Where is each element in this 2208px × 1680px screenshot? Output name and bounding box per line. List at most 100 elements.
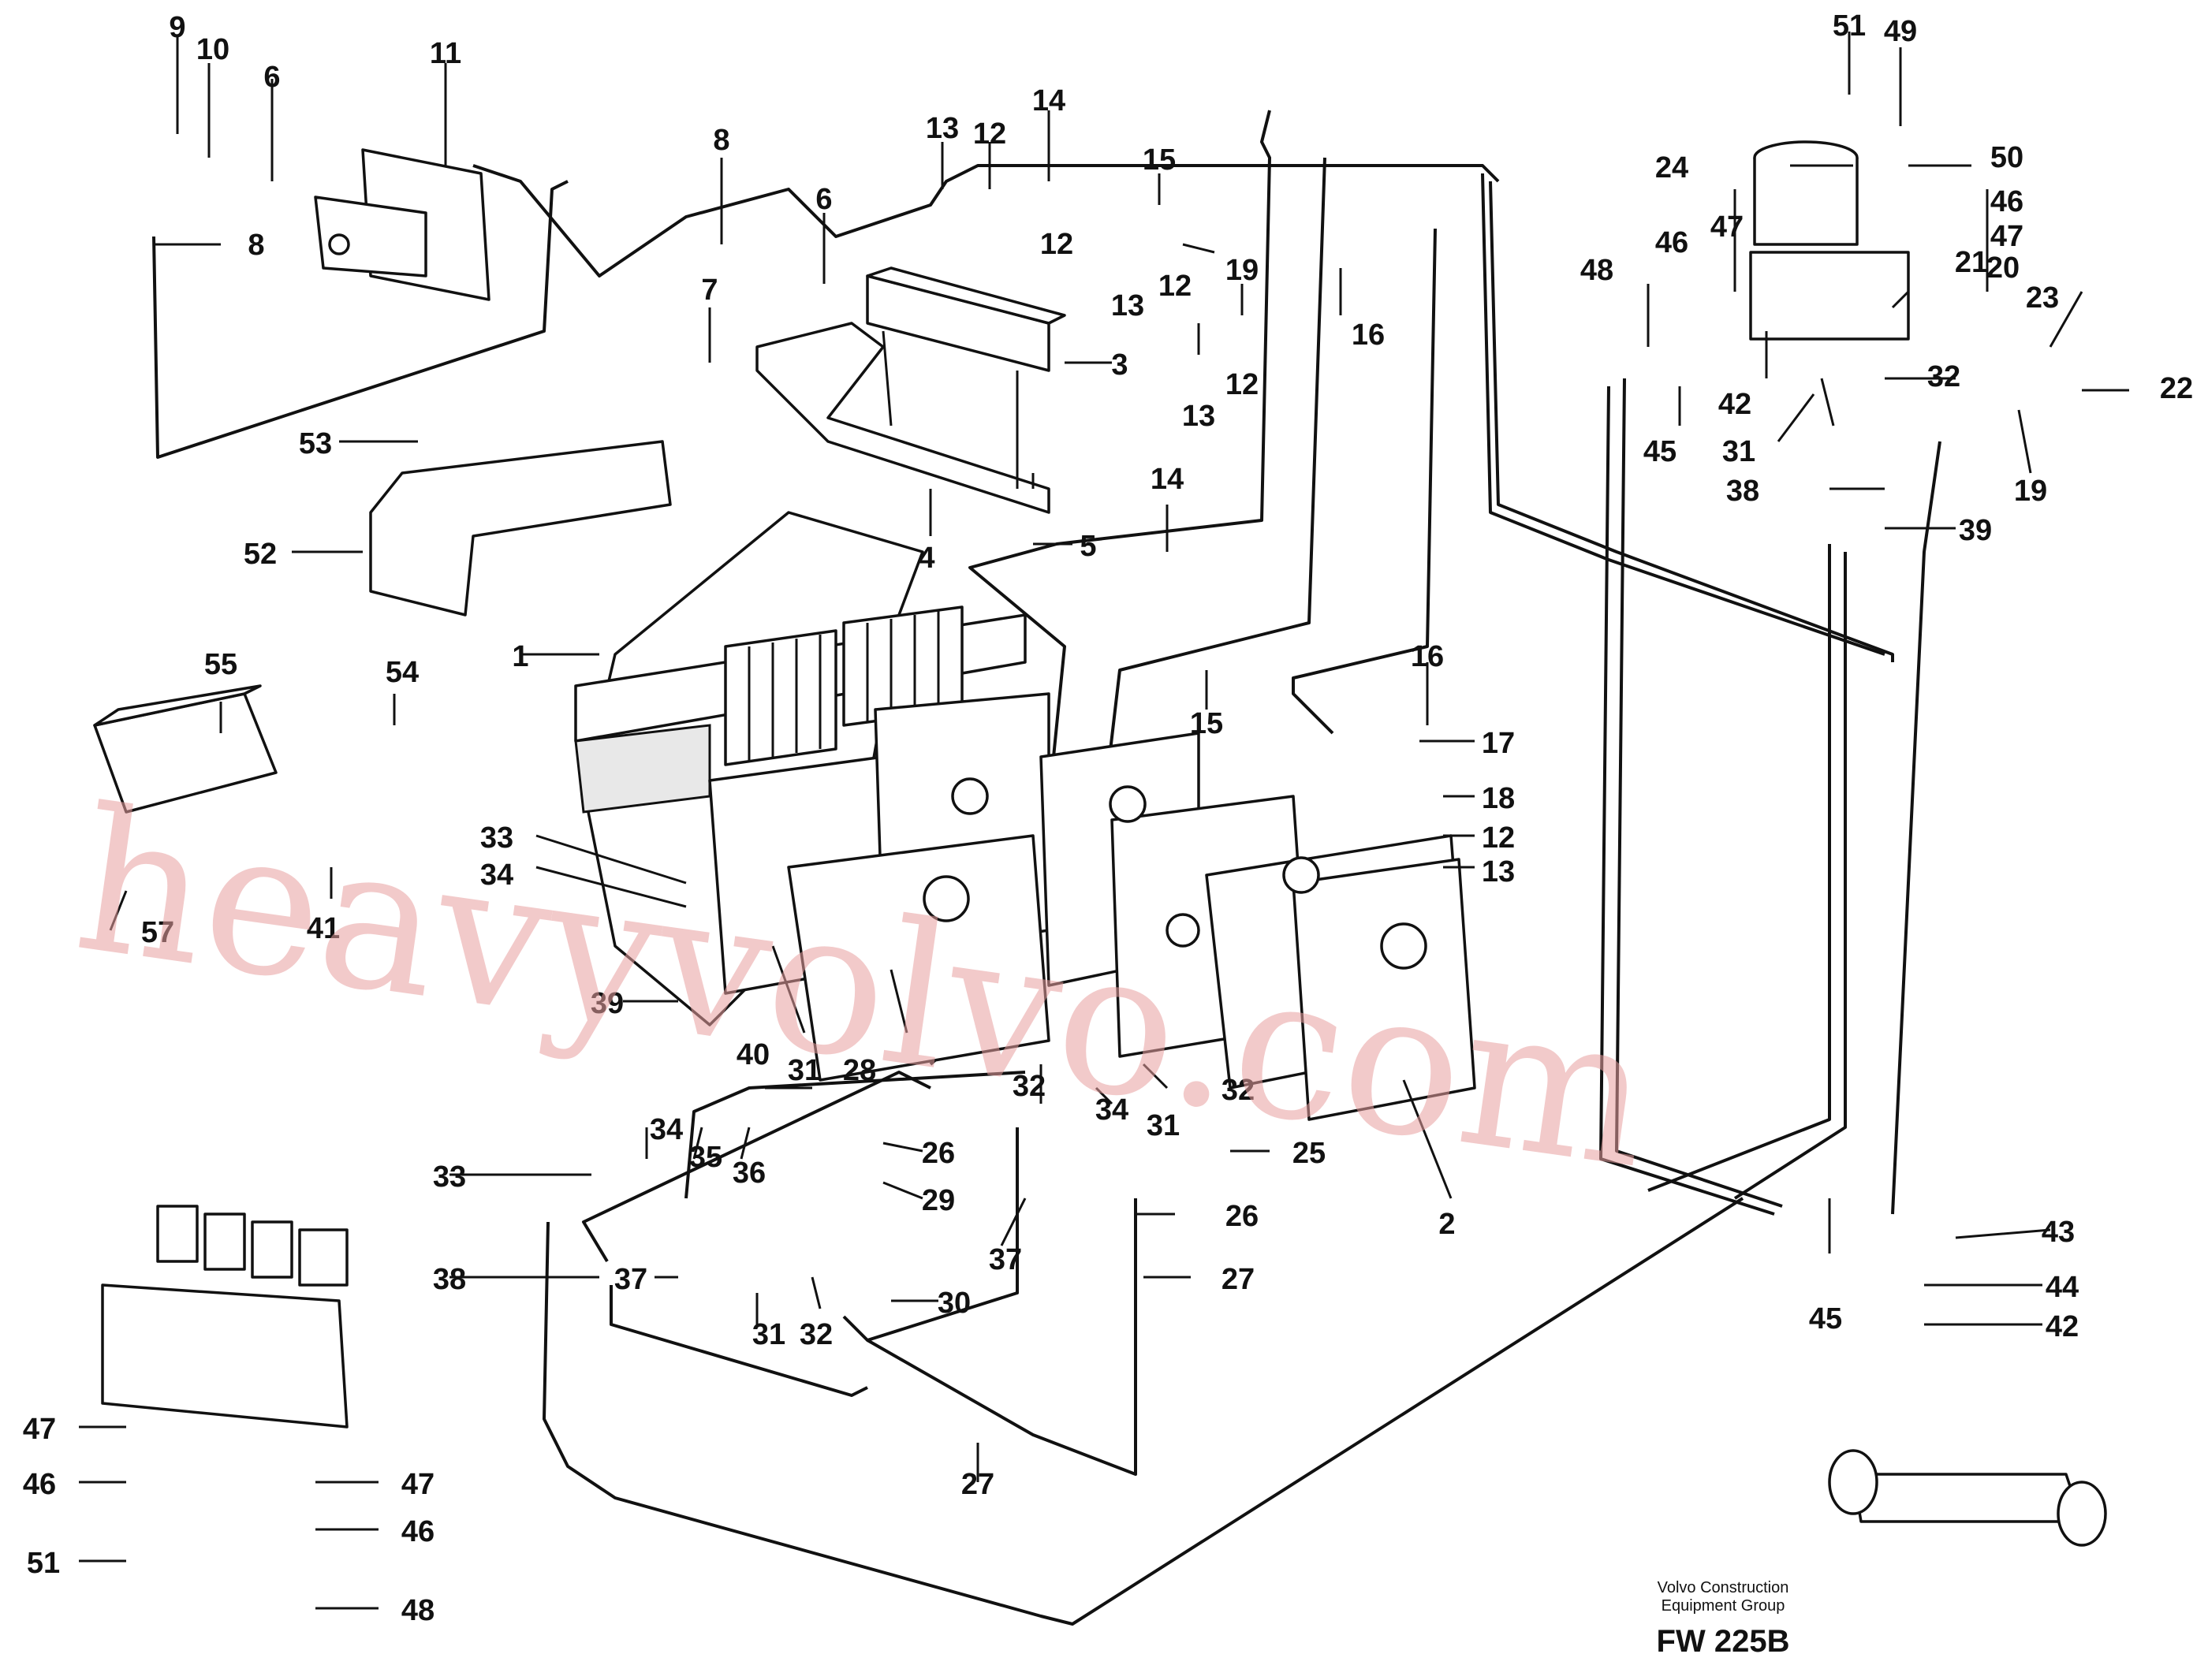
callout-19b: 19 [2014,475,2047,508]
callout-6b: 6 [815,183,832,216]
callout-47b: 47 [1990,220,2023,253]
callout-46: 46 [1655,226,1688,259]
callout-37b: 37 [989,1243,1022,1276]
callout-12b: 12 [1040,228,1073,261]
callout-33b: 33 [433,1160,466,1194]
callout-35: 35 [689,1141,722,1174]
callout-31d: 31 [1722,435,1755,468]
callout-51b: 51 [27,1547,60,1580]
callout-25: 25 [1292,1137,1326,1170]
callout-47c: 47 [23,1413,56,1446]
callout-12c: 12 [1158,270,1192,303]
callout-34c: 34 [650,1113,683,1146]
valve-block-left [93,684,278,814]
callout-13b: 13 [1111,289,1144,322]
callout-29: 29 [922,1184,955,1217]
callout-38: 38 [433,1263,466,1296]
callout-41: 41 [307,912,340,945]
callout-34b: 34 [1095,1093,1128,1127]
callout-46b: 46 [1990,185,2023,218]
callout-3: 3 [1111,348,1128,382]
callout-42: 42 [1718,388,1751,421]
callout-42b: 42 [2046,1310,2079,1343]
callout-14: 14 [1032,84,1065,117]
callout-11: 11 [430,37,461,70]
callout-13d: 13 [1482,855,1515,888]
callout-24: 24 [1655,151,1688,184]
callout-5: 5 [1080,530,1096,563]
callout-17: 17 [1482,727,1515,760]
callouts: 9 10 6 11 8 8 13 12 14 15 6 7 12 13 12 1… [23,9,2193,1627]
callout-40: 40 [737,1038,770,1071]
callout-6: 6 [263,61,280,94]
callout-33: 33 [480,821,513,855]
callout-10: 10 [196,33,229,66]
callout-15b: 15 [1190,707,1223,740]
callout-23: 23 [2026,281,2059,315]
callout-53: 53 [299,427,332,460]
callout-57: 57 [141,916,174,949]
callout-9: 9 [169,11,185,44]
callout-1: 1 [512,640,528,673]
callout-18: 18 [1482,782,1515,815]
callout-20: 20 [1986,251,2020,285]
callout-13c: 13 [1182,400,1215,433]
callout-43: 43 [2042,1216,2075,1249]
callout-51: 51 [1833,9,1866,43]
callout-46d: 46 [401,1515,435,1548]
callout-12: 12 [973,117,1006,151]
callout-8-left: 8 [248,229,264,262]
footer-company-line1: Volvo Construction [1658,1579,1789,1596]
callout-45b: 45 [1809,1302,1842,1335]
callout-39: 39 [591,987,624,1020]
callout-15: 15 [1143,143,1176,177]
callout-48: 48 [1580,254,1613,287]
callout-32d: 32 [1927,360,1960,393]
footer-block: Volvo Construction Equipment Group FW 22… [1657,1579,1790,1659]
callout-27: 27 [1221,1263,1255,1296]
callout-16: 16 [1352,318,1385,352]
callout-31: 31 [788,1054,821,1087]
callout-54: 54 [386,656,419,689]
callout-4: 4 [918,542,934,575]
callout-47d: 47 [401,1468,435,1501]
callout-47: 47 [1710,210,1744,244]
cover-plate [369,440,672,616]
callout-22: 22 [2160,372,2193,405]
footer-company-line2: Equipment Group [1662,1597,1785,1615]
callout-30: 30 [938,1287,971,1320]
callout-7: 7 [701,274,718,307]
callout-45: 45 [1643,435,1677,468]
callout-31c: 31 [752,1318,785,1351]
callout-52: 52 [244,538,277,571]
callout-39b: 39 [1959,514,1992,547]
callout-21: 21 [1955,246,1988,279]
callout-26b: 26 [1225,1200,1259,1233]
control-unit [314,148,490,301]
callout-28: 28 [843,1054,876,1087]
callout-38b: 38 [1726,475,1759,508]
callout-12d: 12 [1225,368,1259,401]
figure-code: FW 225B [1657,1624,1790,1659]
callout-31b: 31 [1147,1109,1180,1142]
callout-32c: 32 [800,1318,833,1351]
callout-14b: 14 [1151,463,1184,496]
hydraulic-routing-lines [152,110,1941,1626]
callout-34: 34 [480,859,513,892]
bracket-assembly [755,266,1066,514]
callout-32: 32 [1013,1070,1046,1103]
callout-46c: 46 [23,1468,56,1501]
callout-55: 55 [204,648,237,681]
callout-48b: 48 [401,1594,435,1627]
valve-bank [101,1205,349,1429]
callout-44: 44 [2046,1271,2079,1304]
callout-37: 37 [614,1263,647,1296]
filter-unit [1749,140,1910,341]
callout-16b: 16 [1411,640,1444,673]
distribution-block [1828,1449,2107,1547]
callout-32b: 32 [1221,1074,1255,1107]
callout-36: 36 [733,1157,766,1190]
callout-12e: 12 [1482,821,1515,855]
callout-19: 19 [1225,254,1259,287]
